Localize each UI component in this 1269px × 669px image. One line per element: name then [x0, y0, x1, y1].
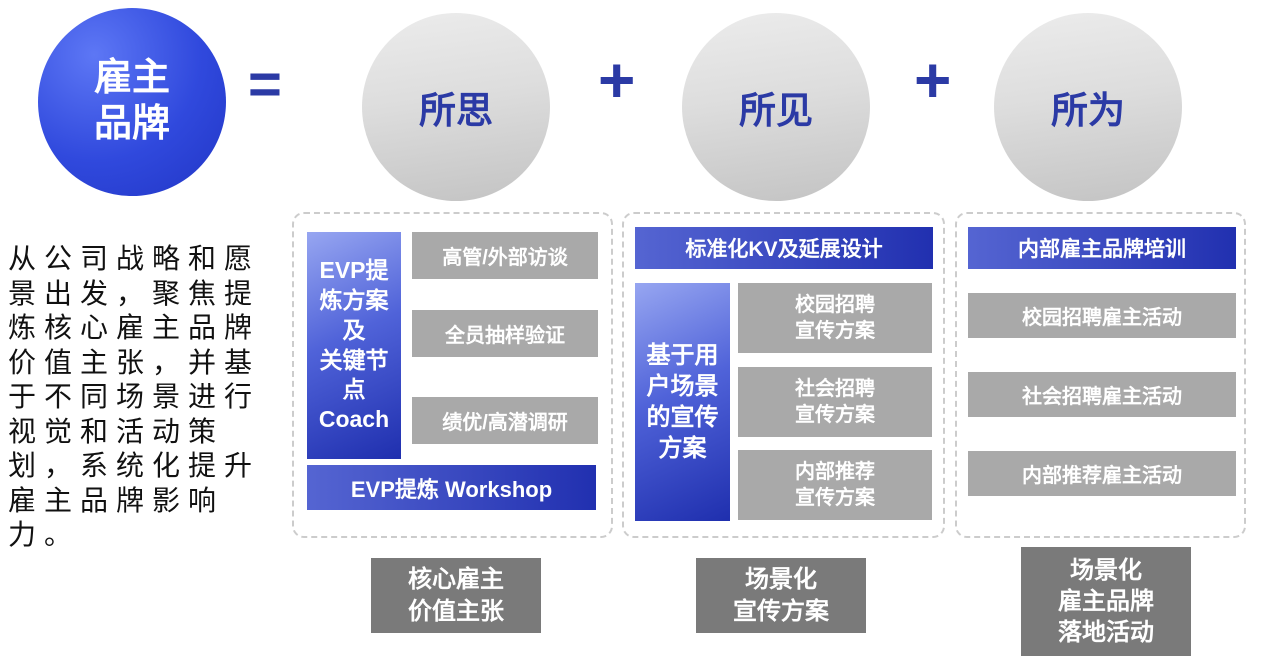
- panel-item-interview: 高管/外部访谈: [412, 232, 598, 279]
- panel-evp: EVP提炼方案 及 关键节点Coach 高管/外部访谈 全员抽样验证 绩优/高潜…: [292, 212, 613, 538]
- panel-activity: 内部雇主品牌培训 校园招聘雇主活动 社会招聘雇主活动 内部推荐雇主活动: [955, 212, 1246, 538]
- plus-sign-2: +: [914, 44, 952, 116]
- evp-workshop-bar: EVP提炼 Workshop: [307, 465, 596, 510]
- evp-side-label: EVP提炼方案 及 关键节点Coach: [307, 232, 401, 459]
- output-box-activity: 场景化 雇主品牌 落地活动: [1021, 547, 1191, 656]
- output-box-evp: 核心雇主 价值主张: [371, 558, 541, 633]
- term-circle-do: 所为: [994, 13, 1182, 201]
- description-text: 从公司战略和愿景出发，聚焦提炼核心雇主品牌价值主张，并基于不同场景进行视觉和活动…: [8, 243, 261, 550]
- scenario-side-label: 基于用户场景的宣传方案: [635, 283, 730, 521]
- kv-design-bar: 标准化KV及延展设计: [635, 227, 933, 269]
- panel-item-social-activity: 社会招聘雇主活动: [968, 372, 1236, 417]
- employer-brand-circle: 雇主 品牌: [38, 8, 226, 196]
- internal-training-bar: 内部雇主品牌培训: [968, 227, 1236, 269]
- term-label-do: 所为: [1051, 90, 1125, 131]
- equals-sign: =: [248, 52, 282, 117]
- plus-sign-1: +: [598, 44, 636, 116]
- panel-item-campus-activity: 校园招聘雇主活动: [968, 293, 1236, 338]
- term-circle-see: 所见: [682, 13, 870, 201]
- output-box-campaign: 场景化 宣传方案: [696, 558, 866, 633]
- term-label-think: 所思: [419, 90, 493, 131]
- panel-item-research: 绩优/高潜调研: [412, 397, 598, 444]
- term-circle-think: 所思: [362, 13, 550, 201]
- panel-item-referral-campaign: 内部推荐 宣传方案: [738, 450, 932, 520]
- term-label-see: 所见: [739, 90, 813, 131]
- panel-item-social-campaign: 社会招聘 宣传方案: [738, 367, 932, 437]
- panel-campaign: 标准化KV及延展设计 基于用户场景的宣传方案 校园招聘 宣传方案 社会招聘 宣传…: [622, 212, 945, 538]
- panel-item-sampling: 全员抽样验证: [412, 310, 598, 357]
- panel-item-referral-activity: 内部推荐雇主活动: [968, 451, 1236, 496]
- employer-brand-label: 雇主 品牌: [93, 57, 170, 145]
- panel-item-campus-campaign: 校园招聘 宣传方案: [738, 283, 932, 353]
